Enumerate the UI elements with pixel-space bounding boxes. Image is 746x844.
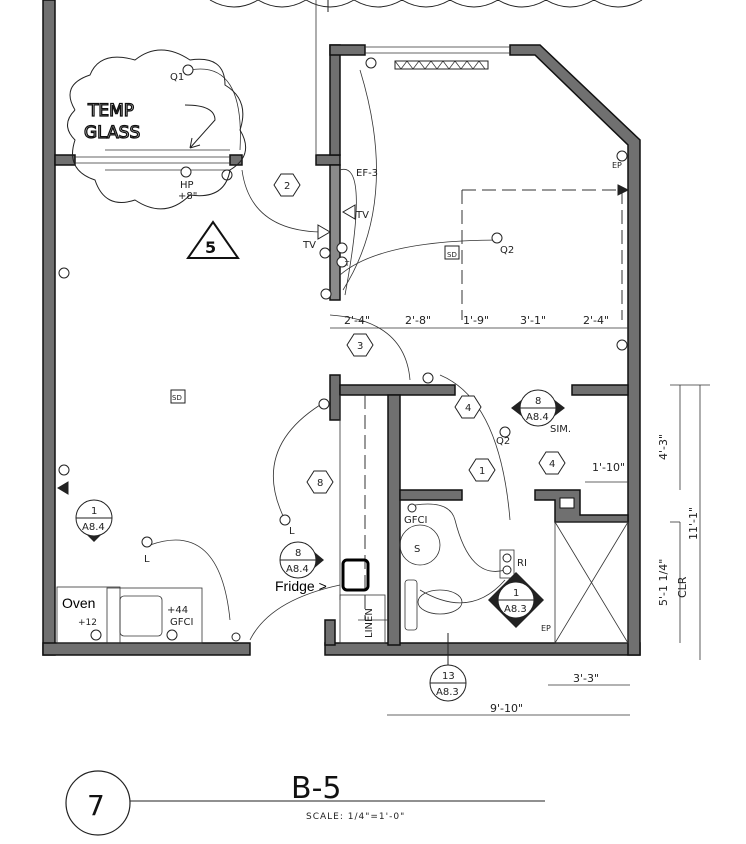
device-labels: Q1 Q2 Q2 HP +8" EF-3 TV TV SD SD EP EP G… <box>78 72 622 638</box>
windows <box>75 0 510 171</box>
dim-top-4: 3'-1" <box>520 314 546 327</box>
label-linen: LINEN <box>364 608 375 638</box>
hex-tag: 3 <box>346 333 374 357</box>
label-q2: Q2 <box>500 245 514 256</box>
dim-right-overall: 11'-1" <box>687 507 700 540</box>
drawing-title: B-5 <box>291 771 342 806</box>
walls <box>42 0 641 656</box>
label-q2: Q2 <box>496 436 510 447</box>
label-hp-height: +8" <box>178 191 197 202</box>
section-marker: 8A8.4 <box>279 541 324 579</box>
svg-text:A8.4: A8.4 <box>526 412 549 423</box>
dimension-text: 2'-4" 2'-8" 1'-9" 3'-1" 2'-4" 1'-10" 3'-… <box>344 314 700 715</box>
dim-shower-width: 3'-3" <box>573 672 599 685</box>
revision-delta: 5 <box>205 238 216 257</box>
dim-clr: CLR <box>676 576 689 598</box>
dimension-lines <box>330 327 710 716</box>
svg-text:1: 1 <box>479 466 485 477</box>
baseboard-heater <box>394 60 489 70</box>
svg-text:A8.4: A8.4 <box>82 522 105 533</box>
dim-top-1: 2'-4" <box>344 314 370 327</box>
hex-tag: 8 <box>306 470 334 494</box>
label-tv: TV <box>302 240 316 251</box>
section-marker: 1A8.4 <box>75 499 113 542</box>
svg-text:8: 8 <box>317 478 323 489</box>
dim-top-3: 1'-9" <box>463 314 489 327</box>
svg-text:4: 4 <box>465 403 471 414</box>
dim-shower-clear: 5'-1 1/4" <box>657 559 670 606</box>
label-l: L <box>144 554 150 565</box>
hex-tags: 2 3 4 4 1 8 <box>273 173 566 494</box>
label-ep: EP <box>612 161 622 170</box>
hex-tag: 2 <box>273 173 301 197</box>
label-gfci: GFCI <box>170 617 193 628</box>
section-marker: 8A8.4 SIM. <box>511 389 571 435</box>
oven-annotation: Oven <box>62 595 95 611</box>
label-plus12: +12 <box>78 618 97 628</box>
svg-text:3: 3 <box>357 341 363 352</box>
svg-text:4: 4 <box>549 459 555 470</box>
svg-text:8: 8 <box>535 396 541 407</box>
label-hp: HP <box>180 180 194 191</box>
label-l: L <box>289 526 295 537</box>
fridge-marker <box>341 558 370 592</box>
svg-text:1: 1 <box>513 588 519 599</box>
label-q1: Q1 <box>170 72 184 83</box>
label-gfci: GFCI <box>404 515 427 526</box>
soffit-outline <box>461 189 623 320</box>
label-sd: SD <box>447 251 457 259</box>
cloud-note-line2: GLASS <box>84 123 140 143</box>
title-block: 7 B-5 SCALE: 1/4"=1'-0" <box>65 770 545 836</box>
label-ep: EP <box>541 624 551 633</box>
label-tv: TV <box>355 210 369 221</box>
sheet-number: 7 <box>87 789 105 822</box>
hex-tag: 4 <box>538 451 566 475</box>
svg-text:A8.4: A8.4 <box>286 564 309 575</box>
drawing-scale: SCALE: 1/4"=1'-0" <box>306 812 405 822</box>
hex-tag: 4 <box>454 395 482 419</box>
dim-bath-width: 9'-10" <box>490 702 523 715</box>
svg-text:A8.3: A8.3 <box>504 604 527 615</box>
electrical-devices <box>57 57 630 642</box>
hex-tag: 1 <box>468 458 496 482</box>
svg-text:2: 2 <box>284 181 290 192</box>
svg-text:13: 13 <box>442 671 455 682</box>
section-marker: 1A8.3 <box>488 572 544 628</box>
label-t: T <box>344 260 350 268</box>
label-plus44: +44 <box>167 605 188 616</box>
dim-top-5: 2'-4" <box>583 314 609 327</box>
cloud-note-line1: TEMP <box>87 101 134 121</box>
svg-text:SIM.: SIM. <box>550 424 571 435</box>
label-sd: SD <box>172 394 182 402</box>
dim-right-upper: 4'-3" <box>657 434 670 460</box>
dim-closet: 1'-10" <box>592 461 625 474</box>
label-s: S <box>414 544 420 555</box>
label-ri: RI <box>517 558 527 569</box>
label-ef: EF-3 <box>356 168 378 179</box>
svg-text:A8.3: A8.3 <box>436 687 459 698</box>
svg-text:1: 1 <box>91 506 97 517</box>
fixtures <box>56 521 629 644</box>
fridge-annotation: Fridge > <box>275 578 327 594</box>
dim-top-2: 2'-8" <box>405 314 431 327</box>
scallop-edge <box>209 0 643 12</box>
revision-cloud: TEMP GLASS 5 <box>67 49 247 259</box>
svg-text:8: 8 <box>295 548 301 559</box>
